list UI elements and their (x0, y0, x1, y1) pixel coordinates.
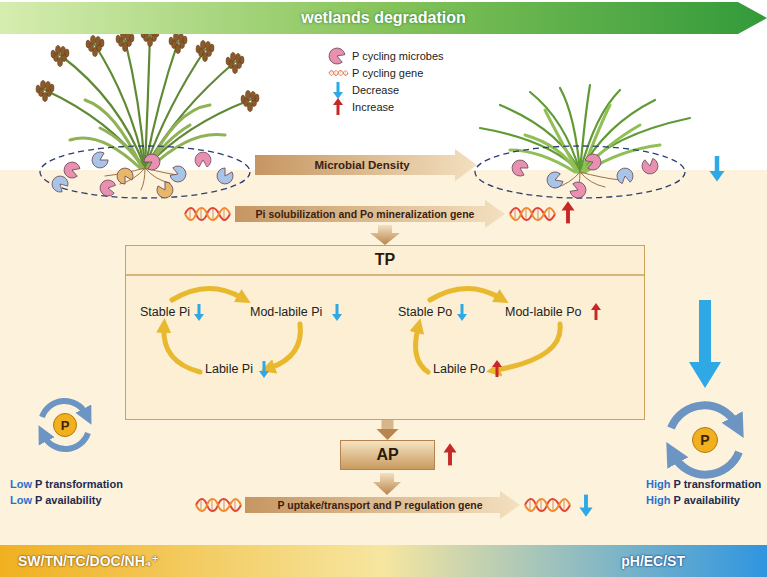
label-keyword: Low (10, 494, 32, 506)
trend-arrow (255, 149, 477, 181)
legend-text: Increase (352, 101, 394, 113)
rhizosphere-outline (40, 146, 250, 198)
soil (0, 170, 767, 550)
gene-icon (510, 208, 555, 220)
node-text: P (700, 432, 709, 448)
flow-arrow (370, 225, 400, 245)
label-rest: P availability (670, 494, 740, 506)
decrease-arrow (580, 495, 593, 517)
tp-divider (125, 274, 645, 276)
change-arrows (194, 303, 601, 378)
tp-box: TP (125, 245, 645, 420)
label-rest: P availability (32, 494, 102, 506)
label-keyword: Low (10, 478, 32, 490)
node-text: AP (376, 446, 398, 464)
flow-arrow (373, 473, 401, 495)
cycle-arrows (164, 288, 560, 372)
p-circle: P (692, 427, 718, 453)
gene-icon (185, 208, 230, 220)
flow-connector (377, 420, 399, 440)
label: High P availability (646, 494, 740, 506)
factor-band: SW/TN/TC/DOC/NH₄⁺ pH/EC/ST (0, 545, 767, 577)
increase-arrow (562, 201, 575, 223)
banner-arrow: wetlands degradation (0, 2, 767, 34)
increase-arrow (444, 443, 457, 465)
node-text: P (61, 418, 70, 433)
label: High P transformation (646, 478, 761, 490)
cycle-icon (42, 401, 88, 449)
label: Pi solubilization and Po mineralization … (220, 208, 510, 220)
microbes (49, 150, 660, 201)
label: Stable Pi (140, 305, 190, 319)
ap-box: AP (340, 440, 435, 470)
node-text: wetlands degradation (301, 9, 465, 27)
label-rest: P transformation (670, 478, 761, 490)
cycle-icon (671, 405, 739, 474)
legend-icons (327, 46, 348, 115)
label: P uptake/transport and P regulation gene (250, 499, 510, 511)
trend-arrow (245, 491, 520, 519)
label: Microbial Density (262, 159, 462, 171)
legend-text: Decrease (352, 84, 399, 96)
node-text: SW/TN/TC/DOC/NH₄⁺ (18, 553, 159, 569)
node-text: TP (375, 251, 395, 269)
label-keyword: High (646, 478, 670, 490)
p-circle: P (53, 413, 77, 437)
tall-grass (45, 35, 250, 190)
connector-line (382, 420, 394, 429)
label: Low P availability (10, 494, 102, 506)
banner-fill (0, 2, 767, 34)
label-rest: P transformation (32, 478, 123, 490)
legend-text: P cycling gene (352, 67, 423, 79)
label: Mod-labile Pi (250, 305, 322, 319)
label-keyword: High (646, 494, 670, 506)
label: Labile Po (433, 362, 485, 376)
label: Stable Po (398, 305, 452, 319)
short-grass (480, 85, 690, 194)
tp-fill (125, 245, 645, 420)
label: Low P transformation (10, 478, 123, 490)
label: Mod-labile Po (505, 305, 581, 319)
label: Labile Pi (205, 362, 253, 376)
gene-icon (525, 499, 570, 511)
arrow-head (377, 429, 399, 440)
seed-heads (36, 26, 259, 112)
node-text: pH/EC/ST (621, 553, 685, 569)
decrease-arrow (710, 156, 725, 182)
decrease-arrow (689, 300, 721, 388)
gene-icon (196, 499, 241, 511)
legend-text: P cycling microbes (352, 50, 444, 62)
